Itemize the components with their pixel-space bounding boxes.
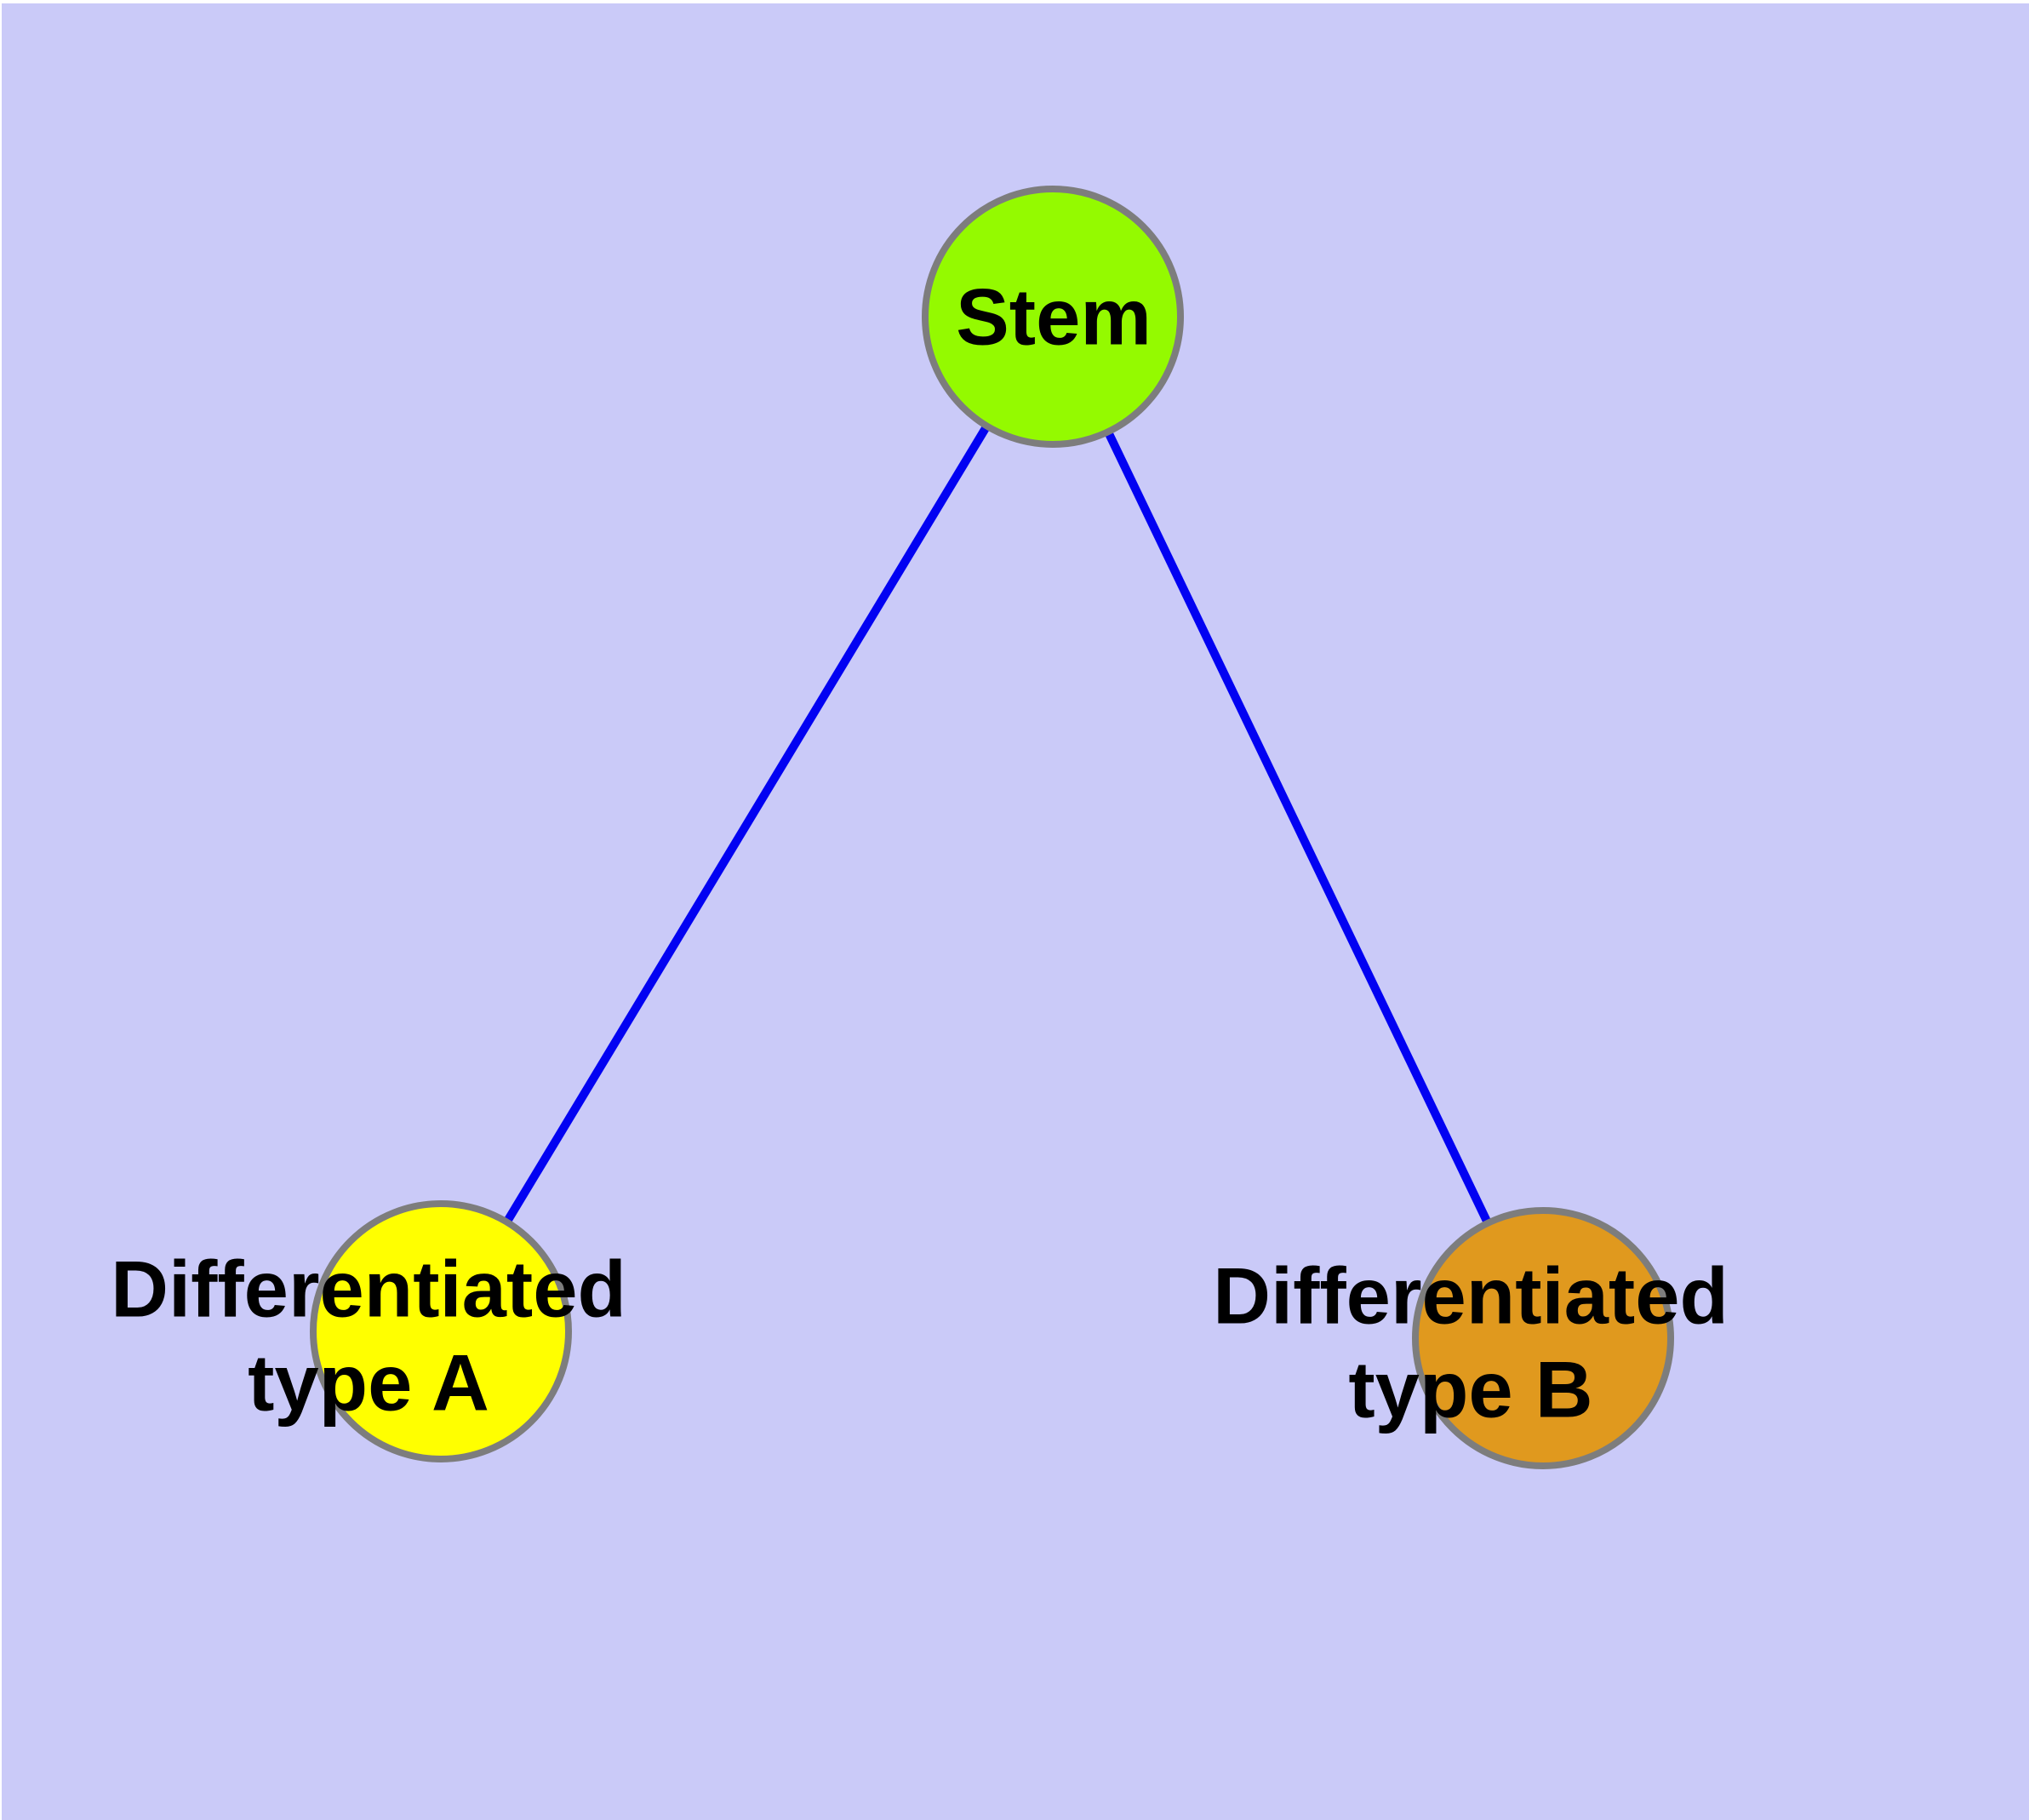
stem-node bbox=[922, 186, 1184, 448]
edge-stem-to-type-a bbox=[437, 314, 1057, 1334]
type-b-label-line-1: Differentiated bbox=[1213, 1251, 1729, 1341]
differentiated-type-a-node bbox=[310, 1200, 572, 1462]
type-b-label-line-2: type B bbox=[1348, 1345, 1592, 1434]
type-a-label-line-2: type A bbox=[248, 1338, 489, 1428]
stem-node-label: Stem bbox=[956, 272, 1152, 362]
differentiated-type-b-node bbox=[1412, 1207, 1674, 1469]
type-a-label-line-1: Differentiated bbox=[111, 1245, 626, 1334]
edge-stem-to-type-b bbox=[1049, 314, 1547, 1341]
